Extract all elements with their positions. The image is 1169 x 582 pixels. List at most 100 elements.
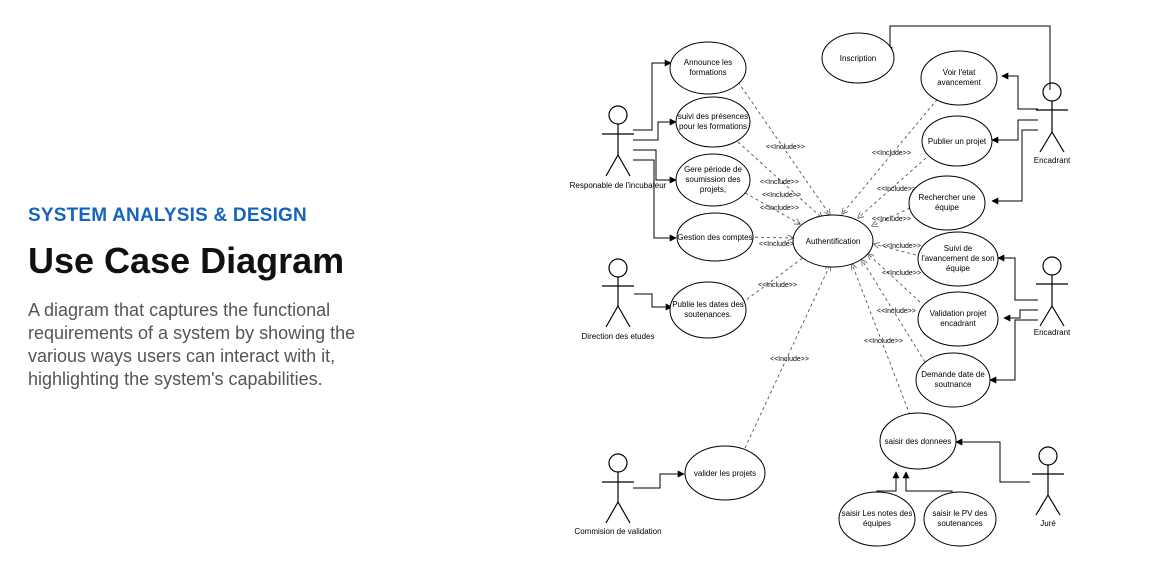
assoc-direction-publie [634, 293, 673, 311]
use-case-label: projets, [700, 185, 726, 194]
assoc-responsable-suivi [633, 118, 677, 141]
include-label: <<Include>> [758, 282, 797, 289]
use-case-label: Validation projet [930, 309, 988, 318]
stick-figure-icon [602, 453, 634, 524]
actor-encadrant-mid: Encadrant [1034, 256, 1071, 337]
actor-label: Commision de validation [574, 527, 661, 536]
include-rechercher [872, 207, 911, 226]
stick-figure-icon [1032, 446, 1064, 516]
include-suivi [737, 141, 822, 218]
include-label: <<Include>> [759, 241, 798, 248]
include-label: <<Include>> [882, 270, 921, 277]
use-case-label: Demande date de [921, 370, 985, 379]
use-case-label: équipe [935, 203, 960, 212]
include-label: <<Include>> [872, 216, 911, 223]
assoc-encadrant-publier [991, 119, 1038, 144]
include-label: <<Include>> [770, 356, 809, 363]
use-case-label: soutenances. [684, 310, 732, 319]
assoc-responsable-annonce [633, 59, 672, 131]
use-case-label: saisir le PV des [932, 509, 987, 518]
assoc-encadrant-suivi [997, 254, 1038, 301]
include-label: <<Include>> [766, 144, 805, 151]
use-case-label: Gere période de [684, 165, 742, 174]
use-case-label: pour les formations [679, 122, 747, 131]
actor-label: Direction des etudes [582, 332, 655, 341]
use-case-label: Inscription [840, 54, 876, 63]
include-label: <<Include>> [760, 205, 799, 212]
include-label: <<Include>> [877, 308, 916, 315]
use-case-publier-projet: Publier un projet [921, 115, 993, 167]
assoc-encadrant-voir [1001, 72, 1038, 110]
use-case-label: Publier un projet [928, 137, 987, 146]
stick-figure-icon [1036, 82, 1068, 153]
use-case-label: formations [689, 68, 726, 77]
actor-label: Encadrant [1034, 156, 1071, 165]
use-case-label: avancement [937, 78, 981, 87]
intro-panel: SYSTEM ANALYSIS & DESIGN Use Case Diagra… [28, 205, 398, 391]
actor-direction: Direction des etudes [582, 258, 655, 341]
section-eyebrow: SYSTEM ANALYSIS & DESIGN [28, 205, 307, 226]
assoc-encadrant-rechercher [991, 129, 1038, 205]
use-case-label: l'avancement de son [921, 254, 994, 263]
use-case-label: valider les projets [694, 469, 756, 478]
actor-responsable: Responable de l'incubateur [570, 105, 667, 190]
include-publier [858, 149, 936, 218]
stick-figure-icon [602, 105, 634, 177]
include-label: <<Include>> [762, 192, 801, 199]
include-annonce [737, 81, 830, 215]
assoc-responsable-gestion [633, 159, 677, 242]
include-labels: <<Include>> <<Include>> <<Include>> <<In… [758, 144, 921, 363]
associations [633, 25, 1051, 501]
use-case-publie-dates: Publie les dates des soutenances. [669, 281, 747, 339]
use-case-label: suivi des présences [678, 112, 748, 121]
use-case-saisir-pv: saisir le PV des soutenances [923, 491, 997, 547]
use-case-voir-etat: Voir l'etat avancement [920, 50, 998, 106]
use-case-label: Voir l'etat [943, 68, 976, 77]
use-case-label: soutnance [935, 380, 972, 389]
assoc-jure-saisir [955, 438, 1030, 483]
actor-jure: Juré [1032, 446, 1064, 528]
use-case-suivi-avancement: Suivi de l'avancement de son équipe [917, 231, 999, 287]
assoc-encadrant-validation [1003, 309, 1038, 322]
use-case-label: équipes [863, 519, 891, 528]
include-saisir [852, 264, 911, 416]
use-case-authentification: Authentification [792, 214, 874, 268]
use-case-validation-projet: Validation projet encadrant [917, 291, 999, 347]
page-description: A diagram that captures the functional r… [28, 299, 356, 389]
use-case-label: équipe [946, 264, 971, 273]
include-relations [737, 81, 946, 449]
use-case-label: Authentification [806, 237, 861, 246]
use-case-suivi-presences: suivi des présences pour les formations [675, 96, 751, 148]
actor-encadrant-top: Encadrant [1034, 82, 1071, 165]
include-label: <<Include>> [760, 179, 799, 186]
use-case-label: soumission des [685, 175, 740, 184]
include-label: <<Include>> [882, 243, 921, 250]
use-case-diagram: <<Include>> <<Include>> <<Include>> <<In… [570, 25, 1071, 547]
use-case-label: saisir Les notes des [842, 509, 913, 518]
include-demande [862, 260, 926, 363]
stick-figure-icon [602, 258, 634, 328]
use-case-annonce: Announce les formations [669, 41, 747, 95]
include-label: <<Include>> [872, 150, 911, 157]
use-case-label: Suivi de [944, 244, 973, 253]
include-validation [868, 254, 921, 303]
use-case-gere-periode: Gere période de soumission des projets, [675, 153, 751, 207]
use-case-gestion-comptes: Gestion des comptes [676, 212, 754, 262]
actor-commission: Commision de validation [574, 453, 662, 536]
include-label: <<Include>> [877, 186, 916, 193]
use-case-label: soutenances [937, 519, 982, 528]
include-label: <<Include>> [864, 338, 903, 345]
use-case-demande-date: Demande date de soutnance [915, 352, 991, 408]
use-case-saisir-donnees: saisir des donnees [879, 412, 957, 470]
use-case-inscription: Inscription [821, 32, 895, 84]
include-suivi-avancement [874, 244, 917, 256]
stick-figure-icon [1036, 256, 1068, 327]
assoc-commission-valider [633, 470, 685, 489]
actor-label: Juré [1040, 519, 1056, 528]
use-case-label: Rechercher une [919, 193, 976, 202]
assoc-responsable-gere [633, 149, 677, 184]
use-case-label: Publie les dates des [672, 300, 744, 309]
include-voir [842, 89, 946, 214]
page-title: Use Case Diagram [28, 240, 345, 281]
use-case-label: Gestion des comptes [677, 233, 752, 242]
